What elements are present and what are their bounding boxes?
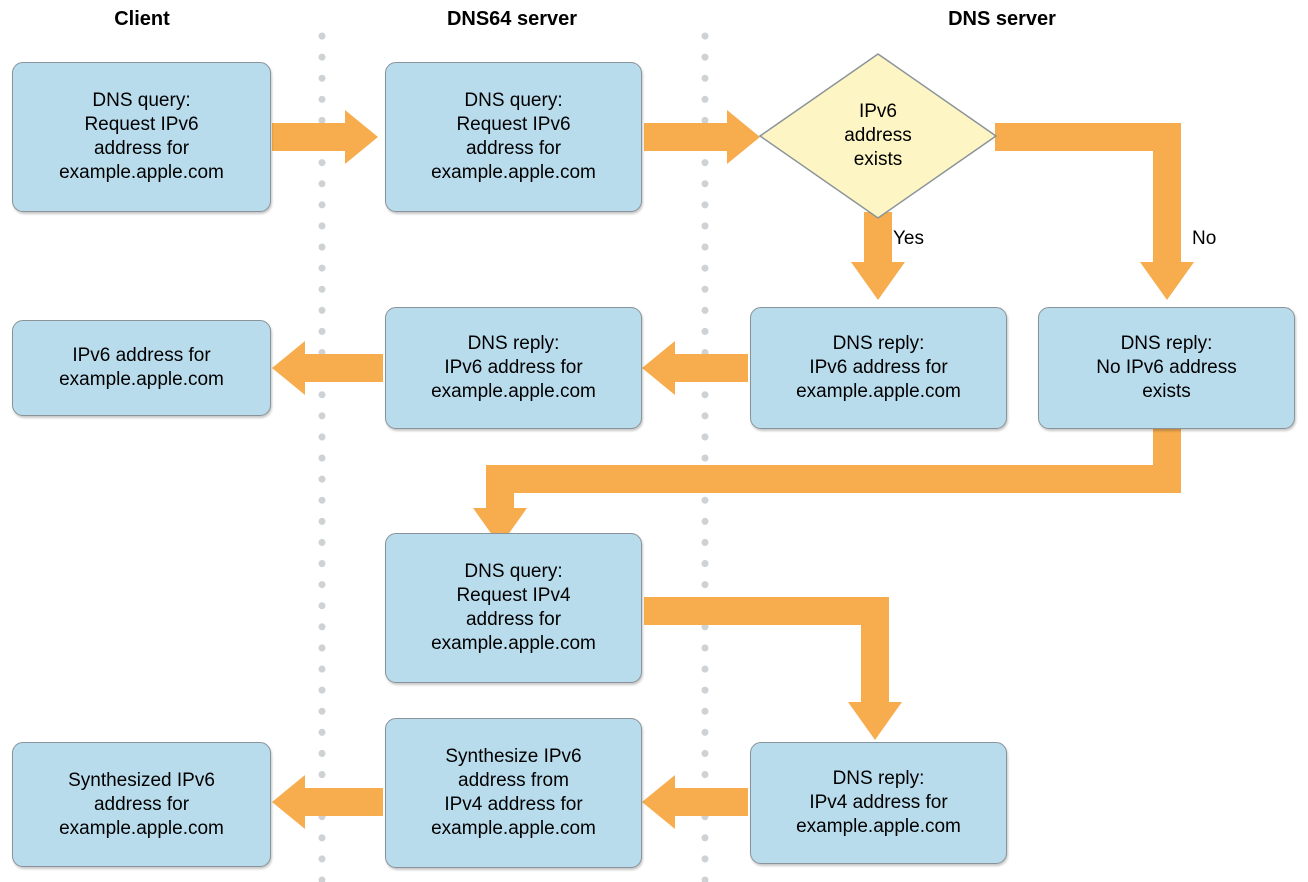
arrow-group bbox=[272, 110, 1194, 829]
column-header-dns: DNS server bbox=[948, 8, 1056, 30]
edge-label-no: No bbox=[1192, 228, 1217, 249]
column-header-dns64: DNS64 server bbox=[446, 8, 578, 30]
arrow-dns64-reply-to-client bbox=[272, 341, 383, 395]
arrow-ipv4-reply-to-synthesize bbox=[642, 775, 748, 829]
column-header-client: Client bbox=[114, 8, 170, 30]
arrow-decision-no bbox=[995, 123, 1194, 300]
arrow-dns-reply-to-dns64 bbox=[642, 341, 748, 395]
arrow-no-reply-to-ipv4-query bbox=[473, 429, 1181, 546]
arrow-ipv4-query-to-dns-reply bbox=[644, 597, 902, 740]
arrow-dns64-to-decision bbox=[644, 110, 760, 164]
arrow-decision-yes bbox=[851, 212, 905, 300]
arrow-client-to-dns64 bbox=[272, 110, 378, 164]
dns-ipv6-exists-decision-shape bbox=[758, 53, 998, 219]
edge-label-yes: Yes bbox=[893, 228, 924, 249]
arrow-synthesize-to-client bbox=[272, 775, 383, 829]
